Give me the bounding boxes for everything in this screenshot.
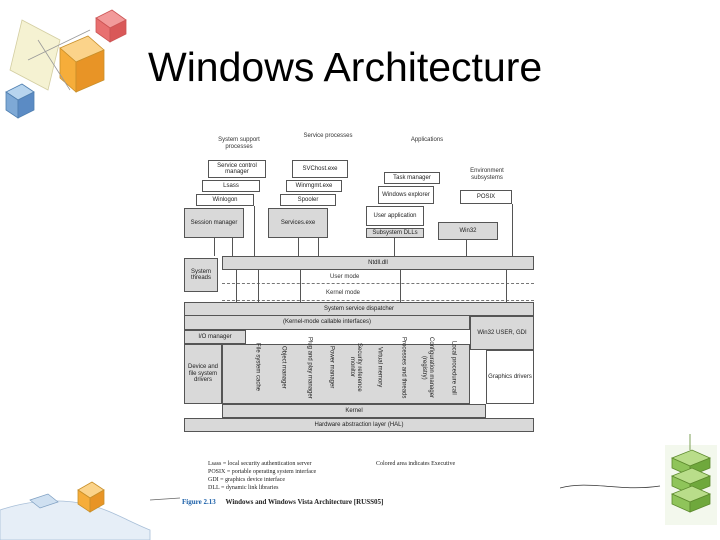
- figure-caption-text: Windows and Windows Vista Architecture […: [225, 498, 384, 506]
- io-manager-box: I/O manager: [184, 330, 246, 344]
- spooler-box: Spooler: [280, 194, 336, 206]
- executive-component-plug-and-play: Plug and play manager: [306, 336, 313, 399]
- service-control-manager-box: Service control manager: [208, 160, 266, 178]
- decorative-cubes-icon: [5, 9, 127, 119]
- win32-user-gdi-box: Win32 USER, GDI: [470, 316, 534, 350]
- ntdll-box: Ntdll.dll: [222, 256, 534, 270]
- connector-line: [254, 206, 255, 256]
- connector-line: [506, 270, 507, 302]
- slide-title: Windows Architecture: [148, 44, 543, 90]
- win32-box: Win32: [438, 222, 498, 240]
- system-service-dispatcher-box: System service dispatcher: [184, 302, 534, 316]
- group-system-support-label: System support processes: [218, 137, 260, 150]
- user-application-box: User application: [366, 206, 424, 226]
- executive-component-power-manager: Power manager: [328, 346, 335, 389]
- figure-caption: Figure 2.13 Windows and Windows Vista Ar…: [182, 498, 383, 506]
- winlogon-box: Winlogon: [196, 194, 254, 206]
- connector-line: [214, 238, 215, 256]
- connector-line: [298, 238, 299, 256]
- connector-line: [512, 204, 513, 256]
- executive-columns-area: [222, 344, 470, 404]
- group-environment-subsystems-label: Environment subsystems: [470, 168, 504, 181]
- device-drivers-box: Device and file system drivers: [184, 344, 222, 404]
- mode-divider-lower: [222, 300, 534, 301]
- decorative-green-stack-icon: [560, 434, 717, 525]
- executive-component-security-reference-monitor: Security reference monitor: [349, 343, 362, 392]
- graphics-drivers-box: Graphics drivers: [486, 350, 534, 404]
- executive-component-configuration-manager: Configuration manager (registry): [421, 336, 434, 399]
- executive-component-processes-threads: Processes and threads: [400, 336, 407, 399]
- decorative-hand-cube-icon: [0, 481, 180, 540]
- group-service-processes-label: Service processes: [303, 133, 353, 139]
- connector-line: [394, 238, 395, 256]
- system-threads-box: System threads: [184, 258, 218, 292]
- hal-box: Hardware abstraction layer (HAL): [184, 418, 534, 432]
- legend-posix: POSIX = portable operating system interf…: [208, 469, 317, 475]
- legend-lsass: Lsass = local security authentication se…: [208, 461, 312, 467]
- executive-component-file-system-cache: File system cache: [254, 343, 261, 392]
- windows-explorer-box: Windows explorer: [378, 186, 434, 204]
- mode-divider-upper: [222, 283, 534, 284]
- legend-executive-note: Colored area indicates Executive: [376, 461, 456, 467]
- executive-component-object-manager: Object manager: [280, 346, 287, 389]
- kernel-mode-label: Kernel mode: [326, 290, 361, 296]
- user-mode-label: User mode: [330, 274, 360, 280]
- kernel-mode-callable-box: (Kernel-mode callable interfaces): [184, 316, 470, 330]
- session-manager-box: Session manager: [184, 208, 244, 238]
- group-applications-label: Applications: [410, 137, 444, 143]
- posix-box: POSIX: [460, 190, 512, 204]
- figure-caption-label: Figure 2.13: [182, 498, 216, 506]
- executive-component-virtual-memory: Virtual memory: [376, 347, 383, 388]
- connector-line: [400, 270, 401, 302]
- connector-line: [300, 270, 301, 302]
- connector-line: [232, 238, 233, 256]
- executive-component-local-procedure-call: Local procedure call: [450, 340, 457, 395]
- task-manager-box: Task manager: [384, 172, 440, 184]
- svchost-box: SVChost.exe: [292, 160, 348, 178]
- legend-gdi: GDI = graphics device interface: [208, 477, 286, 483]
- subsystem-dlls-box: Subsystem DLLs: [366, 228, 424, 238]
- connector-line: [466, 240, 467, 256]
- legend-dll: DLL = dynamic link libraries: [208, 485, 279, 491]
- connector-line: [318, 238, 319, 256]
- winmgmt-box: Winmgmt.exe: [286, 180, 342, 192]
- kernel-box: Kernel: [222, 404, 486, 418]
- services-box: Services.exe: [268, 208, 328, 238]
- lsass-box: Lsass: [202, 180, 260, 192]
- connector-line: [236, 270, 237, 302]
- connector-line: [258, 270, 259, 302]
